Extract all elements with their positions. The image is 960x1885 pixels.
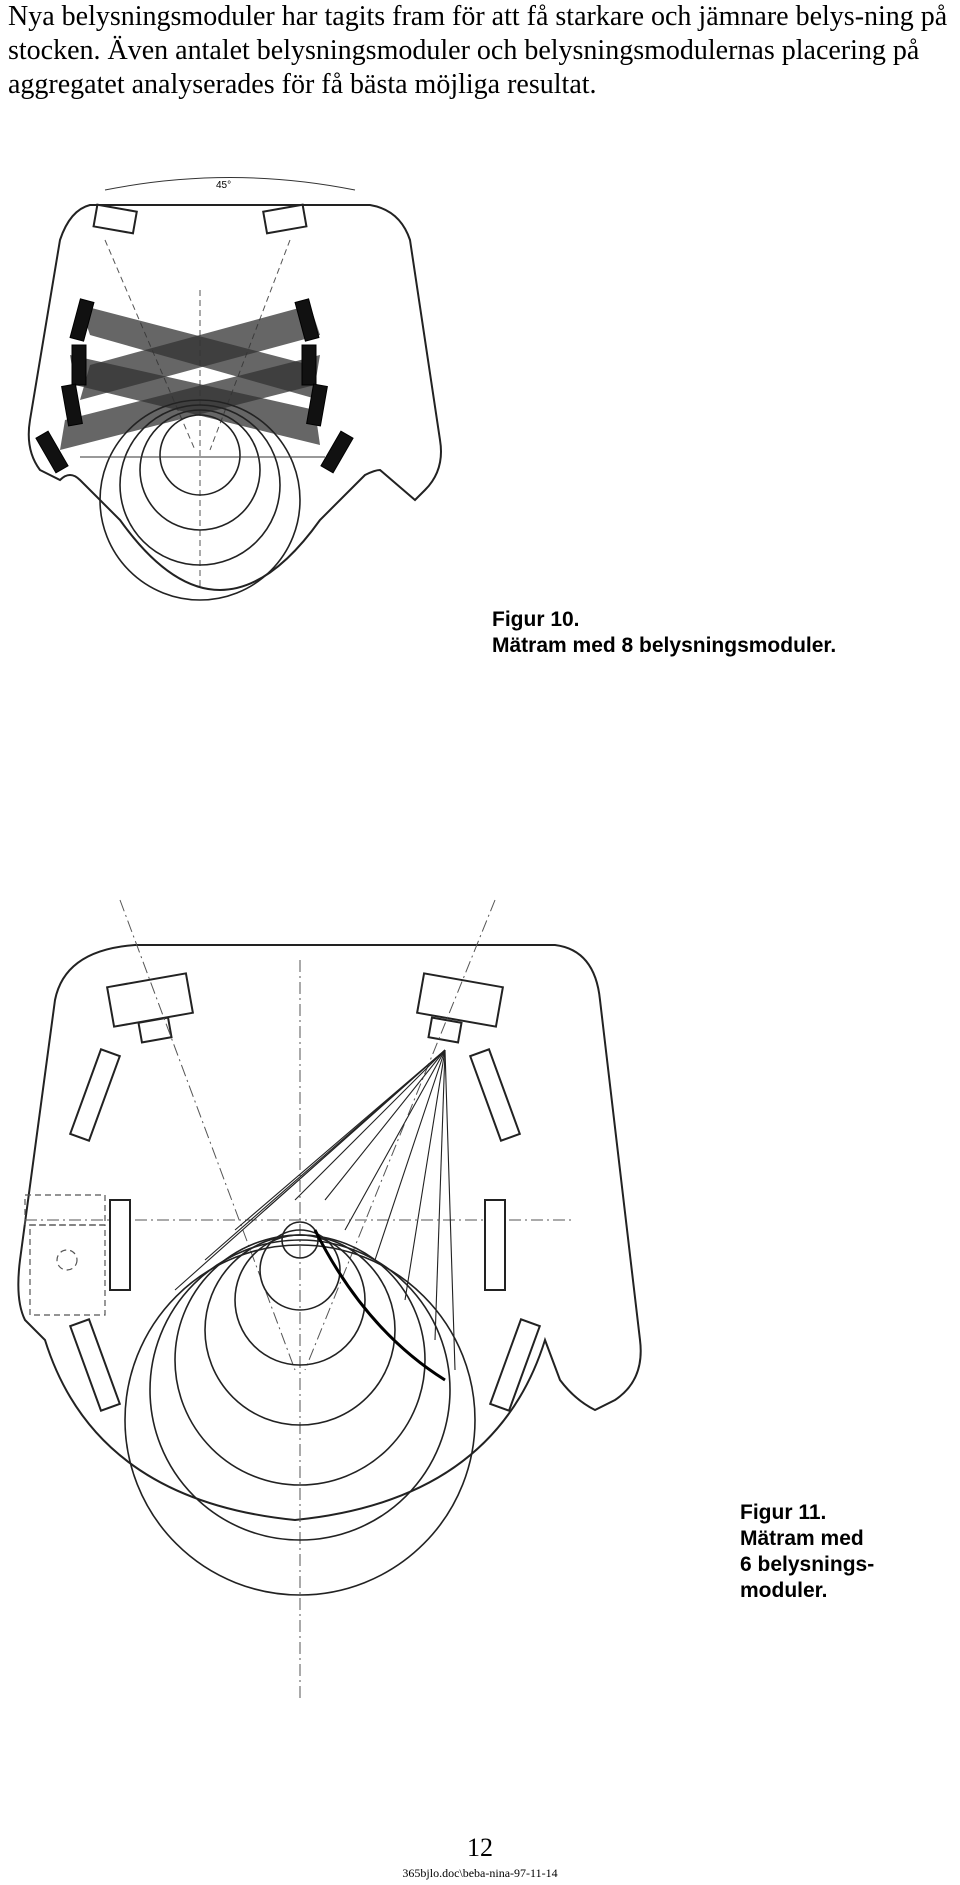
light-module-right-lower [488, 1318, 542, 1412]
light-module-left-upper [68, 1048, 122, 1142]
light-module-right-1 [294, 298, 320, 342]
footer-document-id: 365bjlo.doc\beba-nina-97-11-14 [402, 1866, 558, 1880]
light-module-left-3 [61, 383, 83, 427]
light-module-right-4 [320, 430, 354, 474]
light-module-top-right [262, 203, 308, 235]
figure-10-diagram: 45° [20, 170, 450, 650]
figure-10-caption: Figur 10. Mätram med 8 belysningsmoduler… [492, 607, 836, 659]
light-module-right-mid [484, 1199, 506, 1291]
light-module-top-left [92, 203, 138, 235]
frame-outline [17, 944, 642, 1522]
figure-10-number: Figur 10. [492, 608, 580, 631]
figure-11-line-2: 6 belysnings- [740, 1553, 875, 1576]
figure-11-line-1: Mätram med [740, 1527, 864, 1550]
light-module-left-1 [69, 298, 95, 342]
figure-11-number: Figur 11. [740, 1501, 827, 1524]
light-module-right-3 [306, 383, 328, 427]
figure-10-text: Mätram med 8 belysningsmoduler. [492, 634, 837, 657]
figure-11-line-3: moduler. [740, 1579, 828, 1602]
angle-label: 45° [216, 180, 231, 191]
frame-outline [27, 204, 442, 592]
light-module-top-left [105, 972, 195, 1028]
light-module-left-4 [35, 430, 69, 474]
intro-paragraph: Nya belysningsmoduler har tagits fram fö… [8, 1, 948, 100]
light-module-right-2 [301, 344, 317, 386]
page-number: 12 [467, 1833, 493, 1862]
figure-11-caption: Figur 11. Mätram med 6 belysnings- modul… [740, 1500, 874, 1604]
light-module-left-mid [109, 1199, 131, 1291]
figure-11-diagram [15, 899, 695, 1700]
light-module-right-upper [468, 1048, 522, 1142]
light-module-left-2 [71, 344, 87, 386]
light-module-top-right [415, 972, 505, 1028]
light-module-left-lower [68, 1318, 122, 1412]
